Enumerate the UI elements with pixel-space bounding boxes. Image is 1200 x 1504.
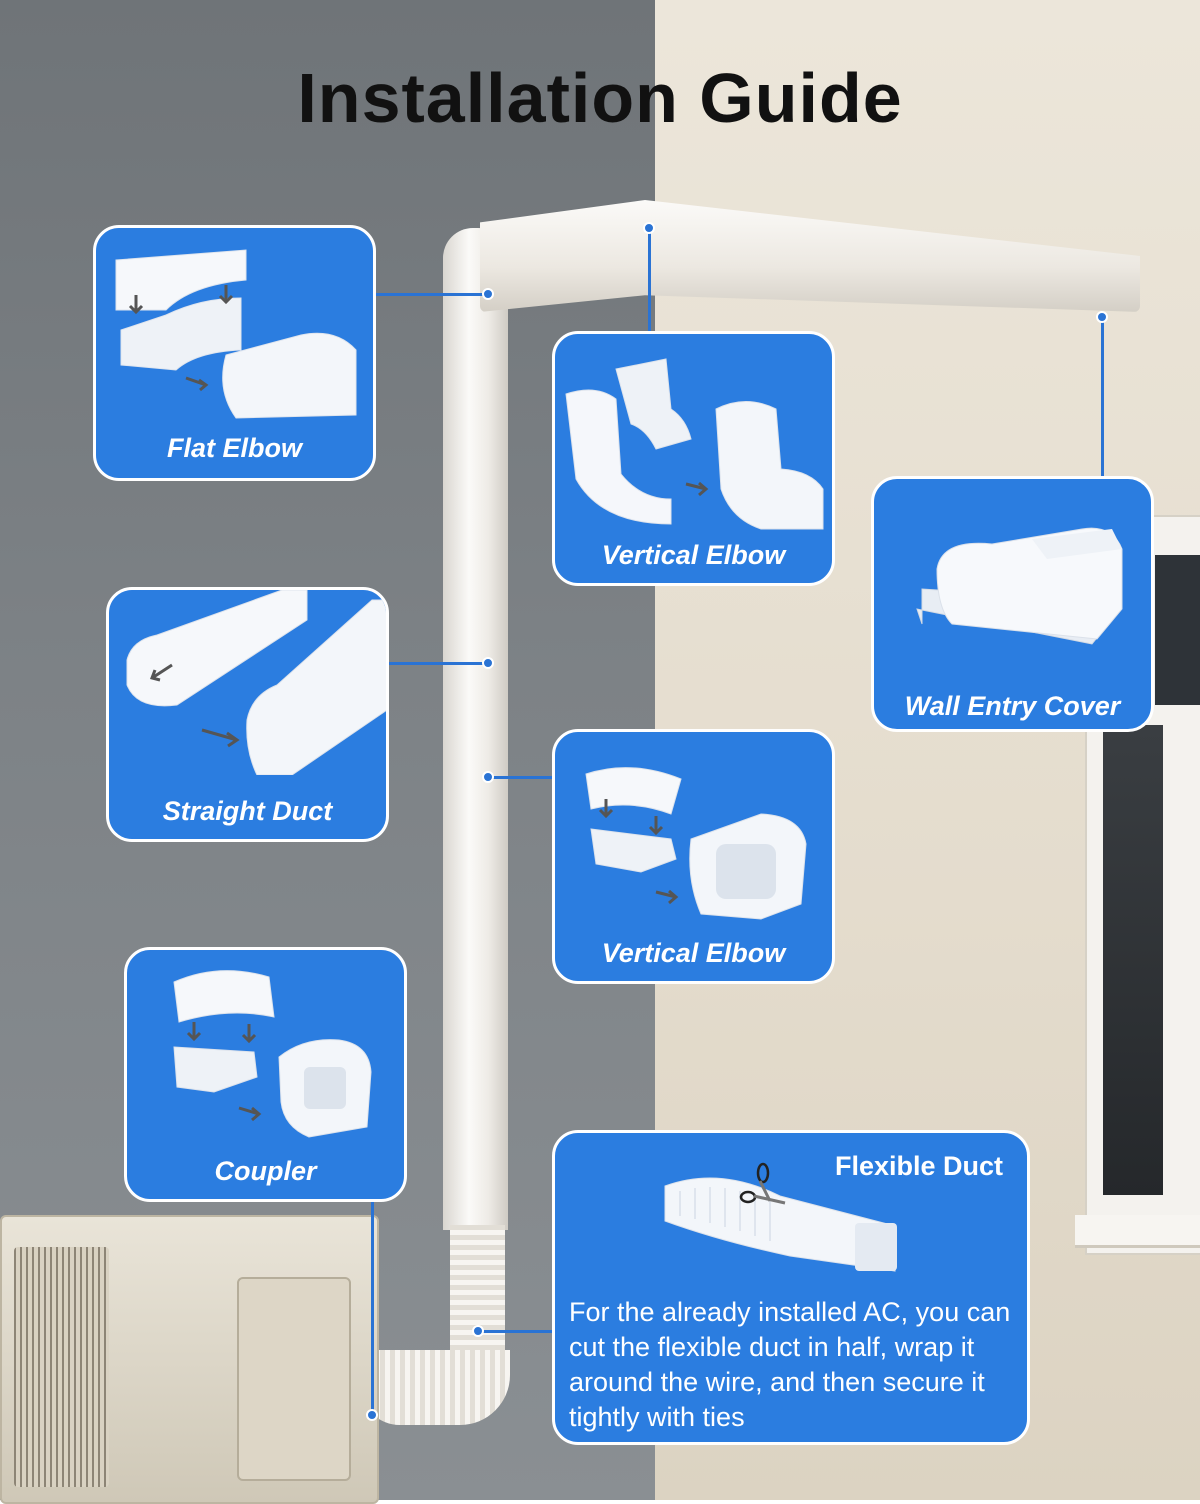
connector-vertical-elbow xyxy=(648,228,651,333)
wall-entry-cover-icon xyxy=(916,527,1123,645)
scissors-icon xyxy=(739,1162,786,1205)
coupler-icon xyxy=(173,970,372,1138)
flexible-duct-description: For the already installed AC, you can cu… xyxy=(569,1297,1011,1432)
card-flat-elbow: Flat Elbow xyxy=(93,225,376,481)
connector-dot-flexible-duct xyxy=(472,1325,484,1337)
connector-dot-coupler xyxy=(366,1409,378,1421)
label-flat-elbow: Flat Elbow xyxy=(167,433,302,463)
connector-coupler xyxy=(371,1200,374,1415)
straight-duct-icon xyxy=(126,590,386,775)
flexible-duct-icon xyxy=(664,1162,897,1272)
connector-dot-vertical-elbow-2 xyxy=(482,771,494,783)
card-vertical-elbow-2: Vertical Elbow xyxy=(552,729,835,984)
connector-dot-flat-elbow xyxy=(482,288,494,300)
card-straight-duct: Straight Duct xyxy=(106,587,389,842)
ac-outdoor-unit xyxy=(0,1215,379,1504)
connector-dot-wall-entry xyxy=(1096,311,1108,323)
connector-dot-vertical-elbow xyxy=(643,222,655,234)
connector-flat-elbow xyxy=(355,293,488,296)
card-wall-entry-cover: Wall Entry Cover xyxy=(871,476,1154,732)
flexible-duct-bend xyxy=(360,1350,510,1425)
label-vertical-elbow: Vertical Elbow xyxy=(601,540,786,570)
page-title: Installation Guide xyxy=(297,59,903,137)
label-vertical-elbow-2: Vertical Elbow xyxy=(601,938,786,968)
flat-elbow-icon xyxy=(115,249,357,419)
label-straight-duct: Straight Duct xyxy=(162,796,333,826)
label-wall-entry-cover: Wall Entry Cover xyxy=(904,691,1121,721)
label-flexible-duct: Flexible Duct xyxy=(834,1151,1003,1181)
card-coupler: Coupler xyxy=(124,947,407,1202)
connector-wall-entry xyxy=(1101,317,1104,479)
vertical-duct xyxy=(443,290,508,1230)
connector-dot-straight-duct xyxy=(482,657,494,669)
card-flexible-duct: Flexible Duct For the already installed … xyxy=(552,1130,1030,1445)
connector-flexible-duct xyxy=(478,1330,554,1333)
vertical-elbow-2-icon xyxy=(585,767,807,920)
connector-straight-duct xyxy=(388,662,488,665)
card-vertical-elbow: Vertical Elbow xyxy=(552,331,835,586)
connector-vertical-elbow-2 xyxy=(488,776,554,779)
vertical-elbow-icon xyxy=(565,358,824,530)
label-coupler: Coupler xyxy=(214,1156,317,1186)
